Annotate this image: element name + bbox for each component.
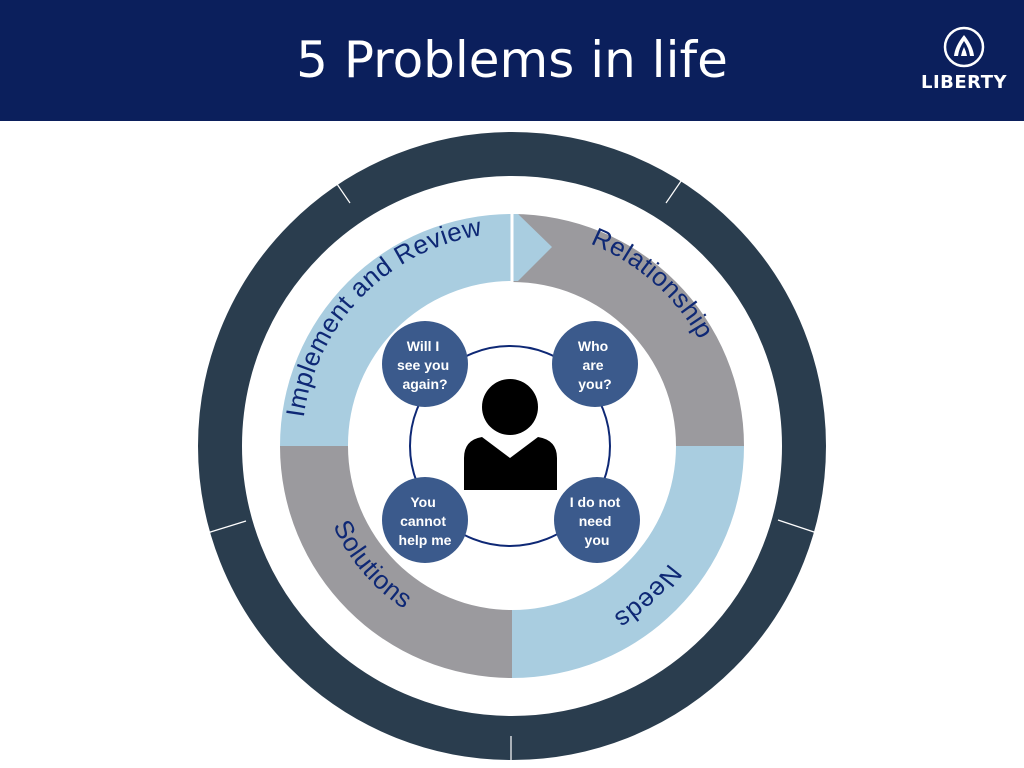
segment-needs [512, 446, 744, 678]
segment-solutions [280, 446, 512, 678]
logo-emblem-icon [943, 26, 985, 68]
liberty-logo: LIBERTY [918, 26, 1010, 96]
bubble-will-i-see-you-again: Will I see you again? [382, 321, 468, 407]
bubble-you-cannot-help-me: You cannot help me [382, 477, 468, 563]
outer-ring-dividers [203, 167, 821, 768]
connector-circle [409, 345, 611, 547]
outer-ring [198, 132, 826, 760]
segment-implement-review [280, 214, 552, 446]
segment-relationship [512, 214, 744, 446]
page-title: 5 Problems in life [296, 31, 728, 89]
logo-text: LIBERTY [920, 72, 1008, 93]
cycle-diagram: Implement and Review Relationship Needs … [198, 132, 826, 768]
bubble-i-do-not-need-you: I do not need you [554, 477, 640, 563]
bubble-who-are-you: Who are you? [552, 321, 638, 407]
svg-text:I do not need you: I do not need you [570, 494, 624, 548]
svg-text:Who are you?: Who are you? [578, 338, 612, 392]
svg-text:You cannot help me: You cannot help me [399, 494, 452, 548]
svg-text:Will I see you aga: Will I see you again? [397, 338, 453, 392]
header-bar: 5 Problems in life LIBERTY [0, 0, 1024, 121]
person-icon [464, 379, 557, 490]
